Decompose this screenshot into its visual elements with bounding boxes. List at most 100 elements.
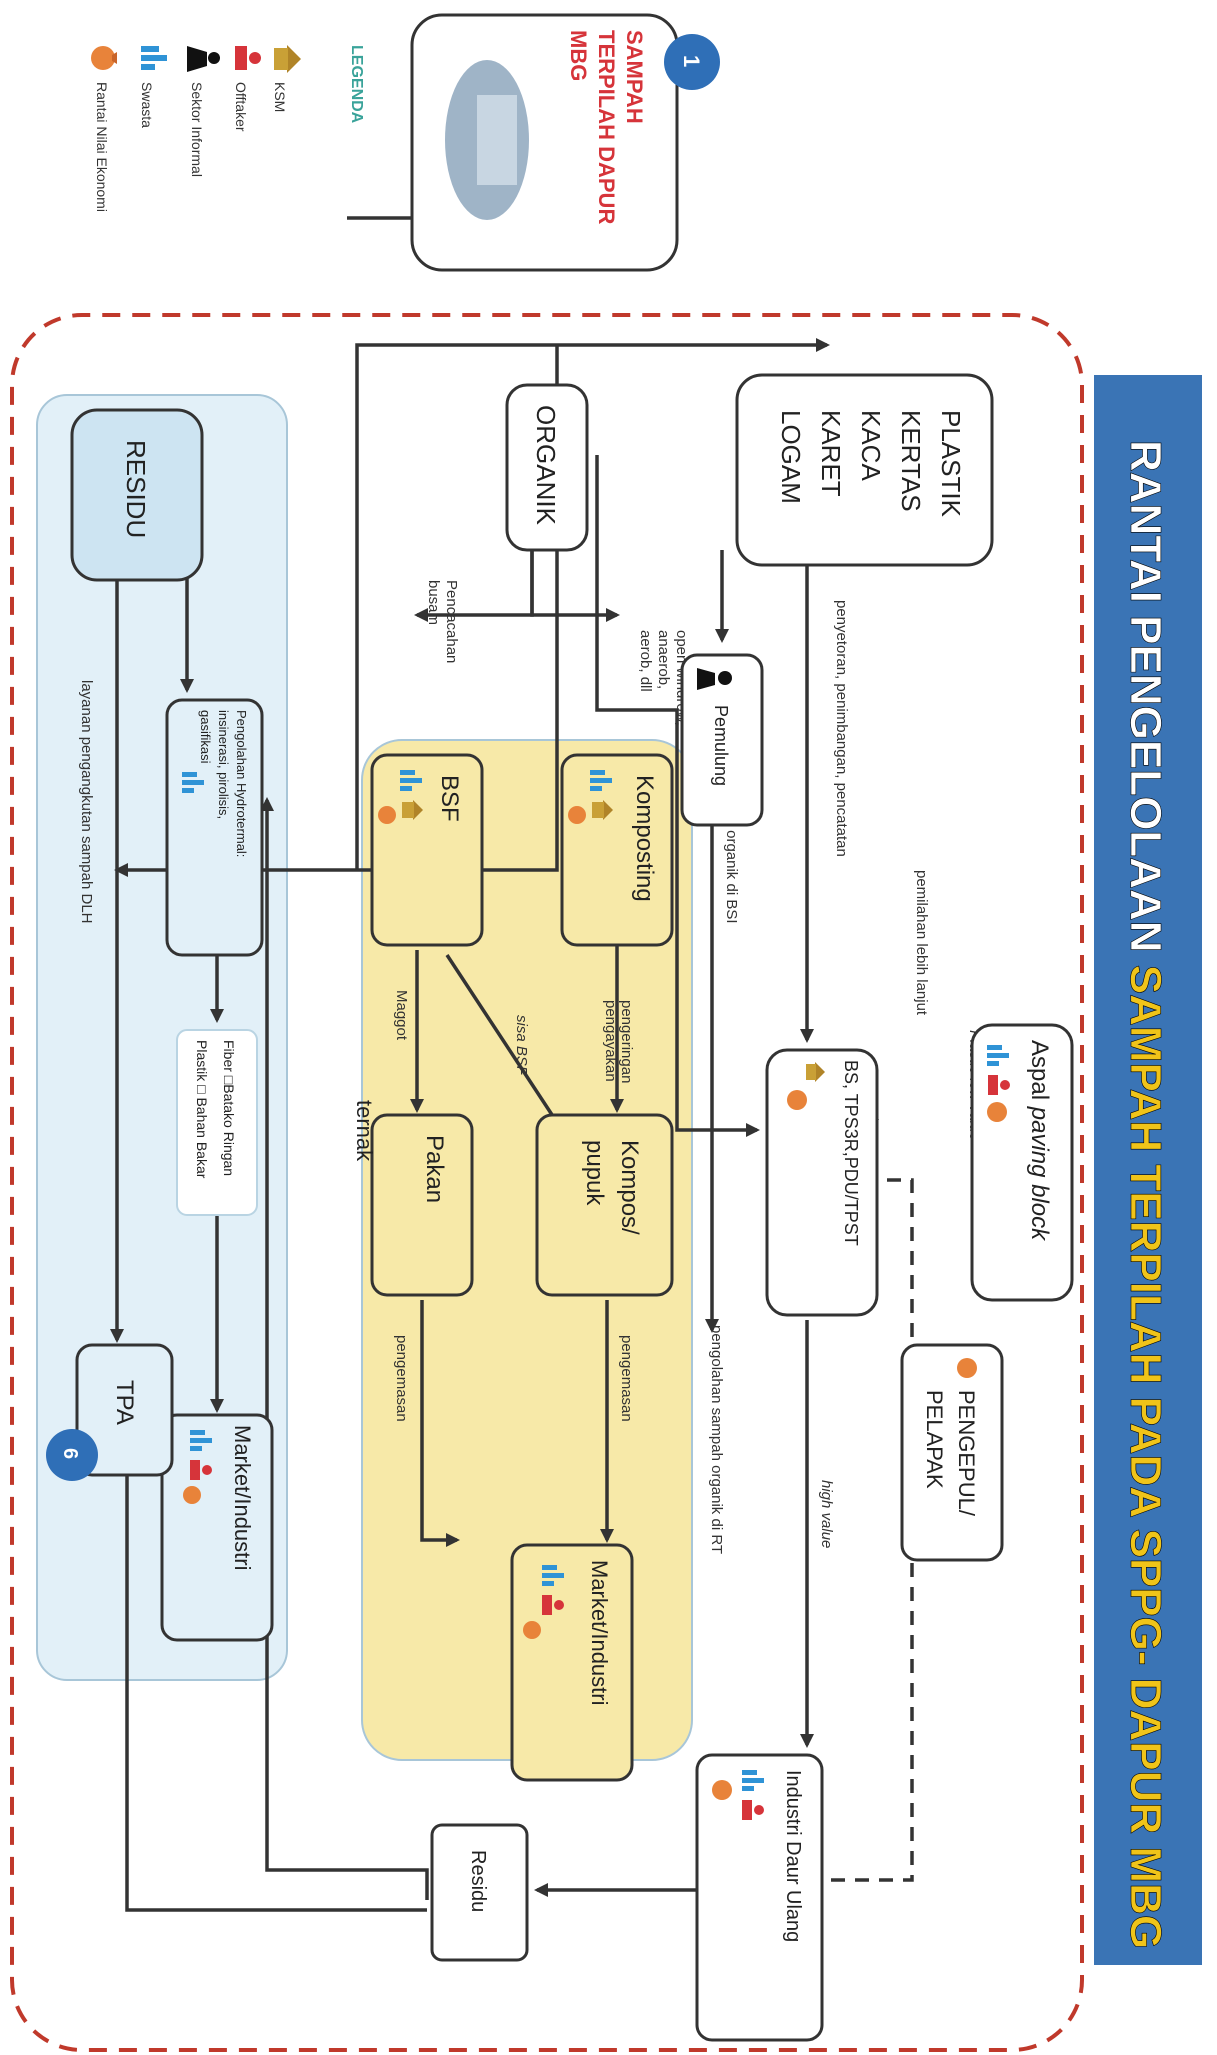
pengepul-node: PENGEPUL/ PELAPAK	[900, 1343, 1004, 1562]
edges	[110, 216, 830, 1912]
offtaker-icon	[988, 1075, 1010, 1095]
komposting-node: Komposting	[560, 753, 674, 947]
private-sector-icon	[400, 770, 422, 791]
svg-text:SAMPAH TERPILAH DAPUR: SAMPAH TERPILAH DAPUR MBG	[566, 30, 647, 230]
private-sector-icon	[182, 772, 204, 793]
svg-text:ORGANIK: ORGANIK	[531, 405, 561, 526]
market-industri-organic-node: Market/Industri	[510, 1543, 634, 1782]
svg-text:TPA: TPA	[111, 1380, 138, 1425]
edge-label-pemilahan: pemilahan lebih lanjut	[913, 870, 930, 1016]
edge-organik-to-komposting	[530, 550, 620, 622]
edge-label-high-value: high value	[818, 1480, 835, 1548]
money-bag-icon	[183, 1486, 201, 1504]
money-bag-icon	[957, 1358, 977, 1378]
aspal-node: Aspal paving block	[970, 1023, 1074, 1302]
svg-text:PENGEPUL/: PENGEPUL/	[954, 1390, 979, 1517]
svg-text:Market/Industri: Market/Industri	[587, 1560, 612, 1706]
money-bag-icon	[712, 1780, 732, 1800]
informal-sector-icon	[187, 46, 220, 72]
money-bag-icon	[523, 1621, 541, 1639]
svg-text:Aspal paving block: Aspal paving block	[1026, 1040, 1053, 1242]
legend: LEGENDA KSM Offtaker Sektor Informal Sw	[91, 45, 365, 212]
private-sector-icon	[141, 46, 167, 70]
legend-label-rantai: Rantai Nilai Ekonomi	[94, 82, 110, 212]
legend-label-ksm: KSM	[272, 82, 288, 112]
edge-residu2-to-tpa	[120, 1457, 427, 1912]
pakan-subtitle: ternak	[352, 1100, 377, 1162]
residu-secondary-node: Residu	[430, 1823, 529, 1962]
market-industri-residu-node: Market/Industri	[160, 1413, 274, 1642]
edge-bus-to-plastik	[355, 338, 830, 870]
offtaker-icon	[235, 46, 261, 70]
legend-heading: LEGENDA	[348, 45, 365, 124]
ksm-icon	[806, 1062, 825, 1082]
svg-text:Plastik □ Bahan Bakar: Plastik □ Bahan Bakar	[194, 1040, 210, 1179]
edge-label-maggot: Maggot	[393, 990, 410, 1041]
edge-label-sisa-bsf: sisa BSF	[513, 1015, 530, 1076]
edge-pakan-to-market1	[420, 1300, 460, 1547]
edge-label-pengemasan-2: pengemasan	[393, 1335, 410, 1422]
money-bag-icon	[787, 1090, 807, 1110]
industri-daur-ulang-node: Industri Daur Ulang	[695, 1753, 824, 2042]
svg-text:pupuk: pupuk	[581, 1140, 608, 1206]
main-boundary	[10, 313, 1084, 2052]
pemulung-node: Pemulung	[680, 653, 764, 827]
svg-text:Komposting: Komposting	[631, 775, 658, 902]
private-sector-icon	[590, 770, 612, 791]
pakan-node: Pakan ternak	[352, 1100, 474, 1297]
edge-label-layanan: layanan pengangkutan sampah DLH	[78, 680, 95, 924]
step-badge-6-label: 6	[59, 1448, 81, 1459]
money-bag-icon	[91, 46, 117, 70]
money-bag-icon	[568, 806, 586, 824]
svg-text:gasifikasi: gasifikasi	[198, 710, 213, 764]
offtaker-icon	[542, 1595, 564, 1615]
bsf-node: BSF	[370, 753, 484, 947]
svg-text:Kompos/: Kompos/	[616, 1140, 643, 1235]
edge-organik-to-bsf	[414, 550, 534, 622]
svg-text:Market/Industri: Market/Industri	[230, 1425, 255, 1571]
organik-node: ORGANIK	[505, 383, 589, 552]
edge-label-pencacahan: Pencacahan busam	[425, 580, 460, 668]
step-badge-1-label: 1	[679, 55, 704, 67]
edge-label-pengemasan-1: pengemasan	[618, 1335, 635, 1422]
svg-text:Residu: Residu	[467, 1850, 489, 1912]
money-bag-icon	[378, 806, 396, 824]
edge-label-organik-rt: pengolahan sampah organik di RT	[708, 1325, 725, 1554]
private-sector-icon	[542, 1565, 564, 1586]
svg-text:Pengolahan Hydrotermal:: Pengolahan Hydrotermal:	[234, 710, 249, 857]
diagram-title: RANTAI PENGELOLAAN SAMPAH TERPILAH PADA …	[1121, 440, 1170, 1949]
edge-residu2-to-hydro	[260, 797, 429, 1900]
edge-label-pengeringan: pengeringan pengayakan	[602, 1000, 635, 1088]
svg-text:Pemulung: Pemulung	[711, 705, 731, 786]
svg-text:Pakan: Pakan	[421, 1135, 448, 1203]
svg-text:BSF: BSF	[436, 775, 463, 822]
step-badge-1	[664, 34, 720, 90]
svg-text:PLASTIK KERTAS: PLASTIK KERTAS KACA KARET LOGAM	[776, 410, 966, 524]
svg-text:RESIDU: RESIDU	[121, 440, 151, 538]
kompos-pupuk-node: Kompos/ pupuk	[535, 1113, 674, 1297]
ksm-icon	[402, 800, 423, 820]
edge-bs-to-industri-dashed	[744, 1178, 914, 1887]
offtaker-icon	[742, 1800, 764, 1820]
bs-tps3r-node: BS, TPS3R,PDU/TPST	[765, 1048, 879, 1317]
plastik-node: PLASTIK KERTAS KACA KARET LOGAM	[735, 373, 994, 567]
money-bag-icon	[987, 1102, 1007, 1122]
offtaker-icon	[190, 1460, 212, 1480]
residu-node: RESIDU	[70, 408, 204, 582]
fiber-plastik-node: Fiber □Batako Ringan Plastik □ Bahan Bak…	[176, 1029, 258, 1216]
svg-text:Industri Daur Ulang: Industri Daur Ulang	[782, 1770, 804, 1942]
edge-pemulung-to-pengepul	[705, 818, 722, 1333]
legend-label-offtaker: Offtaker	[233, 82, 249, 132]
edge-bsf-to-kompos	[445, 954, 564, 1133]
svg-text:Fiber □Batako Ringan: Fiber □Batako Ringan	[221, 1040, 237, 1176]
step-badge-6	[46, 1429, 98, 1481]
legend-label-informal: Sektor Informal	[189, 82, 205, 177]
legend-label-swasta: Swasta	[139, 82, 155, 128]
svg-text:BS, TPS3R,PDU/TPST: BS, TPS3R,PDU/TPST	[841, 1060, 861, 1246]
edge-label-penyetoran: penyetoran, penimbangan, pencatatan	[833, 600, 850, 857]
private-sector-icon	[190, 1430, 212, 1451]
informal-sector-icon	[697, 668, 732, 690]
source-node: SAMPAH TERPILAH DAPUR MBG 1	[410, 13, 720, 272]
edge-organik-to-bs	[595, 455, 760, 1137]
